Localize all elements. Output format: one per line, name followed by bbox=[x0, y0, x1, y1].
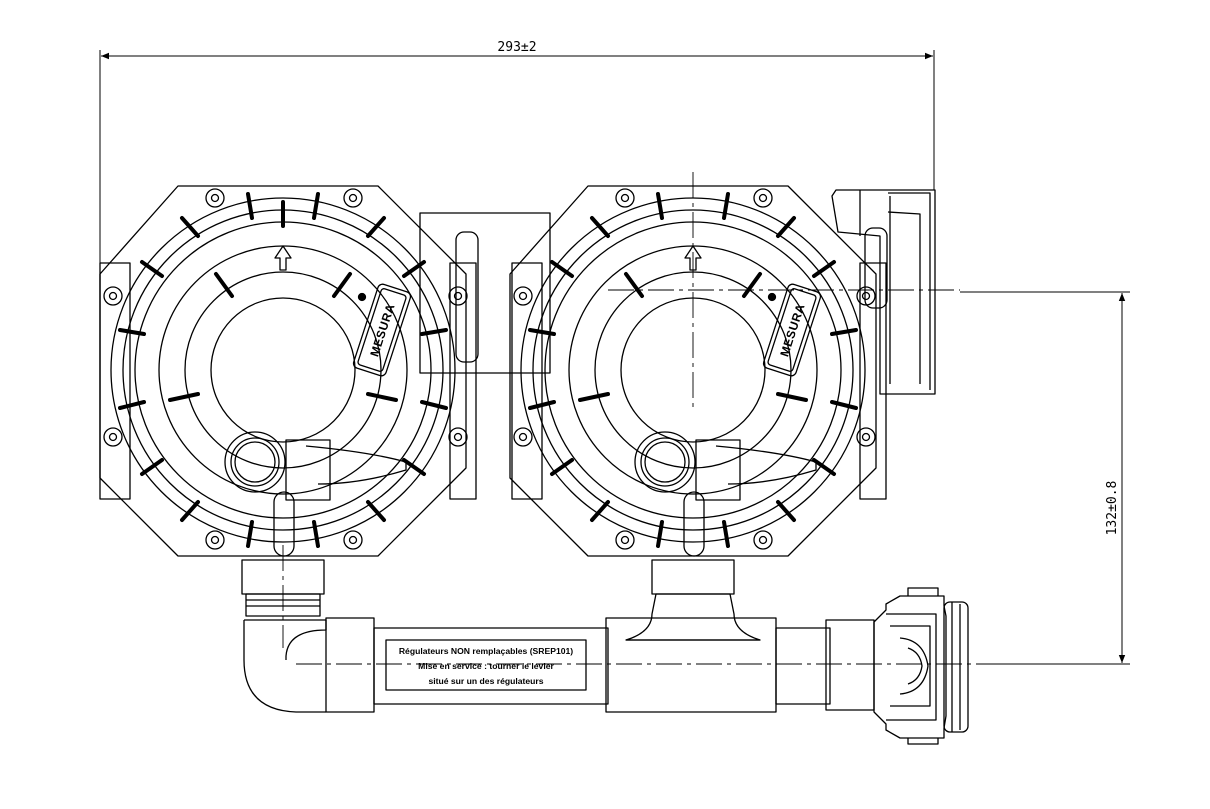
housing-bolts bbox=[513, 188, 876, 550]
housing-bolts bbox=[103, 188, 468, 550]
flow-arrow-icon bbox=[274, 245, 292, 271]
center-lines bbox=[282, 172, 990, 665]
overall-width-dimension: 293±2 bbox=[497, 40, 536, 55]
regulator-left bbox=[99, 185, 477, 617]
label-line-2: Mise en service : tourner le levier bbox=[418, 661, 554, 671]
dimension-lines bbox=[99, 50, 1130, 665]
outlet-body bbox=[831, 189, 936, 395]
housing-ribs bbox=[118, 192, 448, 548]
pipe-assembly bbox=[243, 587, 969, 745]
regulator-housing bbox=[99, 185, 467, 557]
brand-badge-right bbox=[762, 283, 822, 377]
label-line-1: Régulateurs NON remplaçables (SREP101) bbox=[399, 646, 573, 656]
outlet-fitting bbox=[873, 587, 969, 745]
housing-ribs bbox=[528, 192, 858, 548]
regulator-right bbox=[509, 185, 887, 641]
brand-badge-left bbox=[352, 283, 412, 377]
axis-height-dimension: 132±0.8 bbox=[1105, 481, 1120, 536]
label-line-3: situé sur un des régulateurs bbox=[428, 676, 543, 686]
center-body bbox=[419, 212, 551, 374]
regulator-housing bbox=[509, 185, 877, 557]
label-plate bbox=[385, 639, 587, 691]
